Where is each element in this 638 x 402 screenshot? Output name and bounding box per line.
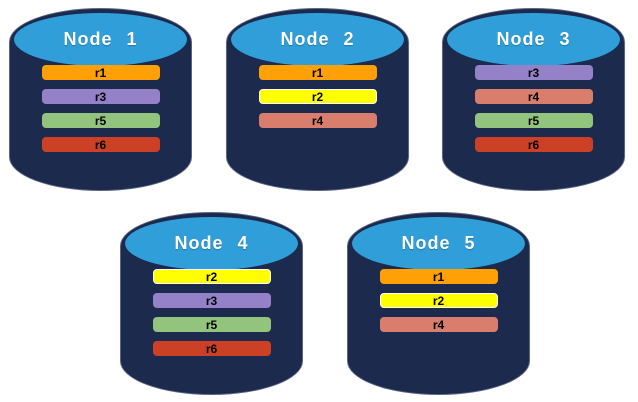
replica-label: r2 bbox=[432, 293, 445, 308]
replica-bar-r6: r6 bbox=[152, 341, 271, 356]
replica-list: r1 r2 r4 bbox=[347, 269, 530, 332]
database-node-4: Node 4 r2 r3 r5 r6 bbox=[120, 212, 303, 395]
replica-bar-r5: r5 bbox=[152, 317, 271, 332]
database-node-2: Node 2 r1 r2 r4 bbox=[226, 8, 409, 191]
replica-list: r3 r4 r5 r6 bbox=[442, 65, 625, 152]
replica-label: r4 bbox=[432, 317, 445, 332]
replica-label: r6 bbox=[527, 137, 540, 152]
cylinder-top-icon: Node 5 bbox=[352, 217, 525, 270]
replica-label: r1 bbox=[432, 269, 445, 284]
replica-bar-r6: r6 bbox=[474, 137, 593, 152]
replica-bar-r1: r1 bbox=[379, 269, 498, 284]
replica-bar-r4: r4 bbox=[474, 89, 593, 104]
replica-bar-r1: r1 bbox=[41, 65, 160, 80]
replica-bar-r1: r1 bbox=[258, 65, 377, 80]
replica-label: r2 bbox=[205, 269, 218, 284]
replica-label: r4 bbox=[311, 113, 324, 128]
replica-label: r5 bbox=[205, 317, 218, 332]
database-node-3: Node 3 r3 r4 r5 r6 bbox=[442, 8, 625, 191]
replica-list: r1 r2 r4 bbox=[226, 65, 409, 128]
replica-bar-r4: r4 bbox=[258, 113, 377, 128]
replica-bar-r3: r3 bbox=[474, 65, 593, 80]
node-label: Node 2 bbox=[280, 29, 355, 49]
replica-label: r1 bbox=[94, 65, 107, 80]
replica-list: r2 r3 r5 r6 bbox=[120, 269, 303, 356]
replica-bar-r5: r5 bbox=[474, 113, 593, 128]
replica-label: r3 bbox=[527, 65, 540, 80]
replica-bar-r4: r4 bbox=[379, 317, 498, 332]
node-label: Node 5 bbox=[401, 233, 476, 253]
replica-label: r1 bbox=[311, 65, 324, 80]
cylinder-top-icon: Node 1 bbox=[14, 13, 187, 66]
replica-bar-r2: r2 bbox=[152, 269, 271, 284]
cylinder-top-icon: Node 2 bbox=[231, 13, 404, 66]
replica-label: r3 bbox=[94, 89, 107, 104]
database-node-5: Node 5 r1 r2 r4 bbox=[347, 212, 530, 395]
replica-bar-r2: r2 bbox=[379, 293, 498, 308]
replica-label: r6 bbox=[94, 137, 107, 152]
cylinder-top-icon: Node 3 bbox=[447, 13, 620, 66]
replica-label: r4 bbox=[527, 89, 540, 104]
node-label: Node 4 bbox=[174, 233, 249, 253]
replica-label: r6 bbox=[205, 341, 218, 356]
cylinder-top-icon: Node 4 bbox=[125, 217, 298, 270]
replica-bar-r3: r3 bbox=[41, 89, 160, 104]
node-label: Node 1 bbox=[63, 29, 138, 49]
replica-bar-r3: r3 bbox=[152, 293, 271, 308]
replica-label: r2 bbox=[311, 89, 324, 104]
database-node-1: Node 1 r1 r3 r5 r6 bbox=[9, 8, 192, 191]
replica-label: r3 bbox=[205, 293, 218, 308]
replica-bar-r2: r2 bbox=[258, 89, 377, 104]
node-label: Node 3 bbox=[496, 29, 571, 49]
replica-list: r1 r3 r5 r6 bbox=[9, 65, 192, 152]
replica-label: r5 bbox=[94, 113, 107, 128]
replica-bar-r5: r5 bbox=[41, 113, 160, 128]
replica-label: r5 bbox=[527, 113, 540, 128]
replica-bar-r6: r6 bbox=[41, 137, 160, 152]
